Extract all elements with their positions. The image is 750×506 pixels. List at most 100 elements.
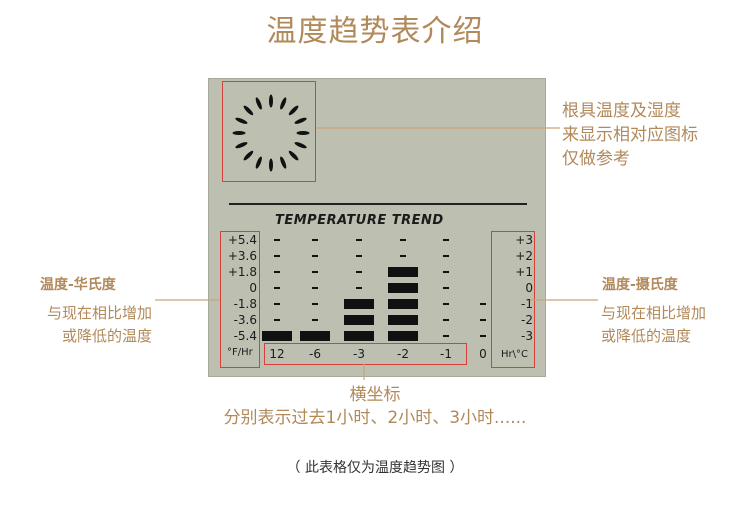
- trend-empty-dash: [356, 239, 362, 241]
- right-tick: +1: [515, 265, 533, 279]
- trend-heading: TEMPERATURE TREND: [275, 213, 444, 228]
- trend-empty-dash: [443, 335, 449, 337]
- left-tick: -1.8: [233, 297, 257, 311]
- trend-empty-dash: [480, 303, 486, 305]
- trend-empty-dash: [443, 255, 449, 257]
- left-tick: 0: [249, 281, 257, 295]
- page-title: 温度趋势表介绍: [266, 14, 484, 49]
- trend-empty-dash: [274, 287, 280, 289]
- right-tick: -1: [521, 297, 533, 311]
- trend-empty-dash: [400, 255, 406, 257]
- sun-icon-highlight-box: [222, 81, 316, 182]
- sun-ray: [255, 156, 262, 169]
- fahrenheit-heading: 温度-华氏度: [40, 277, 116, 293]
- right-tick: 0: [525, 281, 533, 295]
- right-tick: -3: [521, 329, 533, 343]
- trend-empty-dash: [356, 287, 362, 289]
- trend-empty-dash: [274, 239, 280, 241]
- trend-empty-dash: [274, 319, 280, 321]
- annotation-line: 来显示相对应图标: [562, 125, 698, 145]
- fahrenheit-annotation: 与现在相比增加 或降低的温度: [20, 302, 152, 348]
- sun-ray: [280, 156, 287, 169]
- annotation-line: 仅做参考: [562, 149, 630, 169]
- x-axis-annotation-desc: 分别表示过去1小时、2小时、3小时......: [223, 408, 527, 428]
- sun-ray: [235, 142, 248, 149]
- trend-bar-segment: [344, 299, 374, 309]
- trend-empty-dash: [312, 287, 318, 289]
- trend-bar-segment: [262, 331, 292, 341]
- trend-bar-segment: [300, 331, 330, 341]
- sun-ray: [296, 131, 310, 135]
- hour-tick: -6: [309, 347, 321, 361]
- trend-empty-dash: [312, 319, 318, 321]
- celsius-annotation: 与现在相比增加 或降低的温度: [601, 302, 706, 348]
- sun-ray: [288, 105, 299, 116]
- hour-tick: -1: [440, 347, 452, 361]
- sun-ray: [294, 142, 307, 149]
- trend-empty-dash: [480, 319, 486, 321]
- right-axis: +3 +2 +1 0 -1 -2 -3: [503, 233, 533, 345]
- right-tick: -2: [521, 313, 533, 327]
- annotation-line: 与现在相比增加: [601, 304, 707, 322]
- sun-icon: [232, 94, 310, 172]
- left-tick: -5.4: [233, 329, 257, 343]
- trend-empty-dash: [356, 255, 362, 257]
- hour-axis: 12 -6 -3 -2 -1 0: [259, 347, 497, 365]
- hour-tick: -2: [397, 347, 409, 361]
- trend-empty-dash: [356, 271, 362, 273]
- footnote: （ 此表格仅为温度趋势图 ）: [286, 460, 464, 476]
- left-tick: -3.6: [233, 313, 257, 327]
- trend-empty-dash: [443, 319, 449, 321]
- trend-empty-dash: [443, 287, 449, 289]
- trend-bar-segment: [344, 331, 374, 341]
- left-tick: +3.6: [227, 249, 257, 263]
- trend-empty-dash: [480, 335, 486, 337]
- sun-ray: [243, 105, 254, 116]
- right-tick: +2: [515, 249, 533, 263]
- annotation-line: 或降低的温度: [61, 327, 152, 345]
- sun-ray: [269, 158, 273, 172]
- trend-empty-dash: [443, 271, 449, 273]
- x-axis-annotation-title: 横坐标: [349, 385, 401, 405]
- trend-bar-segment: [388, 315, 418, 325]
- sun-ray: [288, 150, 299, 161]
- left-unit: °F/Hr: [227, 347, 253, 358]
- trend-bar-segment: [388, 299, 418, 309]
- trend-bar-segment: [388, 331, 418, 341]
- x-axis-annotation: 横坐标 分别表示过去1小时、2小时、3小时......: [0, 384, 750, 430]
- trend-bar-chart: [262, 239, 486, 341]
- trend-bar-segment: [388, 267, 418, 277]
- trend-empty-dash: [312, 303, 318, 305]
- hour-tick: 12: [269, 347, 285, 361]
- trend-empty-dash: [312, 271, 318, 273]
- left-tick: +5.4: [227, 233, 257, 247]
- trend-empty-dash: [400, 239, 406, 241]
- left-axis: +5.4 +3.6 +1.8 0 -1.8 -3.6 -5.4: [221, 233, 257, 345]
- trend-empty-dash: [443, 303, 449, 305]
- trend-empty-dash: [312, 239, 318, 241]
- trend-bar-segment: [388, 283, 418, 293]
- trend-empty-dash: [274, 271, 280, 273]
- trend-empty-dash: [274, 255, 280, 257]
- sun-ray: [255, 97, 262, 110]
- trend-empty-dash: [312, 255, 318, 257]
- hour-tick: -3: [353, 347, 365, 361]
- sun-ray: [294, 117, 307, 124]
- sun-ray: [232, 131, 246, 135]
- sun-ray: [280, 97, 287, 110]
- sun-ray: [269, 94, 273, 108]
- sun-ray: [243, 150, 254, 161]
- left-tick: +1.8: [227, 265, 257, 279]
- annotation-line: 与现在相比增加: [46, 304, 152, 322]
- sun-icon-annotation: 根具温度及湿度 来显示相对应图标 仅做参考: [562, 99, 698, 171]
- sun-ray: [235, 117, 248, 124]
- lcd-divider: [229, 203, 527, 205]
- fahrenheit-highlight-box: [220, 231, 260, 368]
- right-unit: Hr\°C: [501, 349, 528, 360]
- annotation-line: 根具温度及湿度: [562, 101, 681, 121]
- hour-axis-highlight-box: [264, 343, 467, 365]
- trend-empty-dash: [443, 239, 449, 241]
- hour-tick: 0: [479, 347, 487, 361]
- right-tick: +3: [515, 233, 533, 247]
